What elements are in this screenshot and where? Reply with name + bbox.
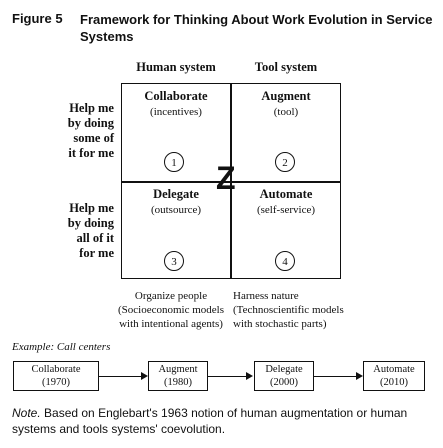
example-step-delegate: Delegate (2000)	[254, 361, 314, 391]
quadrant-collaborate-number: 1	[164, 152, 184, 172]
under-label-line: Harness nature	[233, 290, 299, 302]
example-step-augment: Augment (1980)	[148, 361, 208, 391]
arrow-right-icon	[246, 372, 253, 380]
row-header-all: Help me by doing all of it for me	[14, 201, 114, 261]
figure-title: Framework for Thinking About Work Evolut…	[80, 12, 433, 44]
row-header-line: it for me	[68, 146, 114, 160]
under-label-line: (Technoscientific models	[233, 304, 344, 316]
grid-horizontal-divider	[121, 181, 341, 183]
quadrant-augment-number: 2	[275, 152, 295, 172]
under-label-line: with stochastic parts)	[233, 318, 327, 330]
quadrant-augment-subtitle: (tool)	[273, 106, 299, 118]
example-step-name: Delegate	[265, 364, 303, 375]
example-step-year: (2010)	[380, 377, 408, 388]
z-path-mark: Z	[216, 160, 236, 196]
note-text: Based on Englebart's 1963 notion of huma…	[12, 406, 408, 436]
note-label: Note.	[12, 406, 41, 420]
row-header-line: by doing	[67, 116, 114, 130]
row-header-line: all of it	[76, 231, 115, 245]
quadrant-automate-number: 4	[275, 251, 295, 271]
quadrant-delegate-subtitle: (outsource)	[150, 204, 202, 216]
row-header-some: Help me by doing some of it for me	[14, 101, 114, 161]
example-step-year: (2000)	[270, 377, 298, 388]
example-step-name: Automate	[373, 364, 415, 375]
quadrant-collaborate-title: Collaborate	[144, 89, 208, 103]
column-header-human-system: Human system	[136, 60, 216, 74]
row-header-line: Help me	[69, 201, 114, 215]
example-arrow-line	[99, 376, 141, 377]
figure-note: Note. Based on Englebart's 1963 notion o…	[12, 405, 437, 437]
example-step-year: (1970)	[42, 377, 70, 388]
quadrant-augment-title: Augment	[261, 89, 311, 103]
example-arrow-line	[208, 376, 246, 377]
example-step-name: Collaborate	[31, 364, 81, 375]
quadrant-delegate-number: 3	[164, 251, 184, 271]
example-label: Example: Call centers	[12, 341, 111, 353]
quadrant-automate-title: Automate	[259, 187, 313, 201]
under-label-line: (Socioeconomic models	[117, 304, 224, 316]
example-step-automate: Automate (2010)	[363, 361, 425, 391]
column-header-tool-system: Tool system	[254, 60, 318, 74]
example-arrow-line	[314, 376, 356, 377]
example-step-name: Augment	[158, 364, 198, 375]
under-label-line: Organize people	[134, 290, 208, 302]
row-header-line: Help me	[69, 101, 114, 115]
under-label-harness-nature: Harness nature (Technoscientific models …	[233, 289, 373, 331]
quadrant-delegate-title: Delegate	[153, 187, 199, 201]
arrow-right-icon	[356, 372, 363, 380]
example-step-year: (1980)	[164, 377, 192, 388]
row-header-line: by doing	[67, 216, 114, 230]
row-header-line: for me	[79, 246, 114, 260]
under-label-line: with intentional agents)	[119, 318, 223, 330]
figure-label: Figure 5	[12, 11, 63, 26]
example-step-collaborate: Collaborate (1970)	[13, 361, 99, 391]
arrow-right-icon	[141, 372, 148, 380]
quadrant-collaborate-subtitle: (incentives)	[150, 106, 202, 118]
quadrant-automate-subtitle: (self-service)	[256, 204, 316, 216]
under-label-organize-people: Organize people (Socioeconomic models wi…	[96, 289, 246, 331]
row-header-line: some of	[73, 131, 114, 145]
